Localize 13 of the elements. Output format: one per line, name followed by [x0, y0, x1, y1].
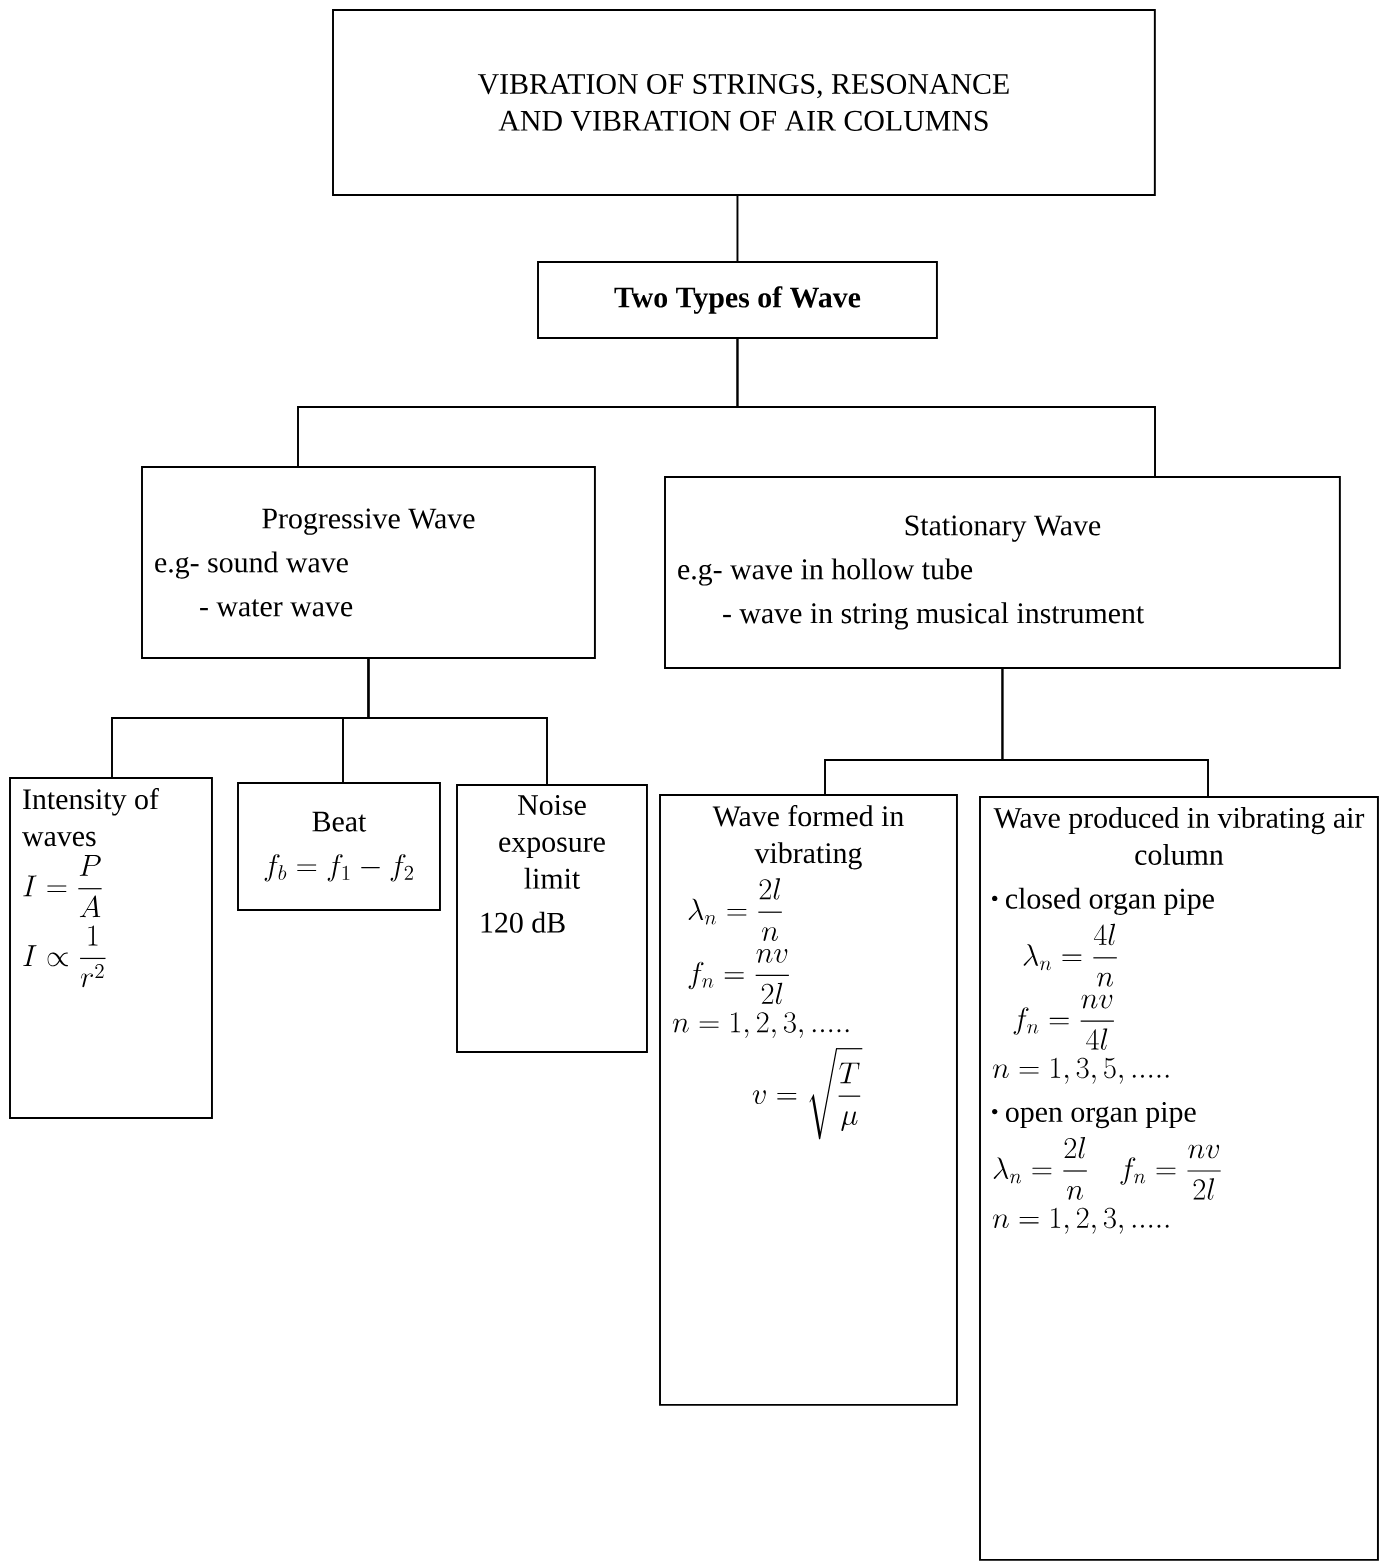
text-box: VIBRATION OF STRINGS, RESONANCE AND VIBRATION OF AIR COLUMNS	[332, 9, 1156, 196]
text-box: Two Types of Wave	[537, 261, 938, 339]
connector-line	[736, 194, 739, 263]
text-box: Stationary Wave e.g- wave in hollow tube - wave in string musical instrument	[664, 476, 1341, 669]
text-box: Beat $f_{b} = f_{1} - f_{2}$	[237, 782, 441, 911]
text-box: Wave formed in vibrating $\lambda_{n} = \frac{2l}{n}$ $f_{n} = \frac{nv}{2l}$ $n = 1,2,3,.....$ $v = \sqrt{\frac{T}{\mu}}$	[659, 794, 958, 1406]
text-box: Intensity of waves $I = \frac{P}{A}$ $I \propto \frac{1}{r^{2}}$	[9, 777, 213, 1119]
text-box: Wave produced in vibrating air column closed organ pipe $\lambda_{n} = \frac{4l}{n}$ $f_{n} = \frac{nv}{4l}$ $n = 1,3,5,.....$ open organ pipe $\lambda_{n} = \frac{2l}{n}$ $f_{n} = \frac{nv}{2l}$ $n = 1,2,3,.....$	[979, 796, 1379, 1561]
connector-line	[1001, 667, 1209, 798]
connector-line	[367, 657, 548, 786]
connector-line	[736, 337, 1156, 478]
text-box: Progressive Wave e.g- sound wave - water wave	[141, 466, 596, 659]
text-box: Noise exposure limit 120 dB	[456, 784, 648, 1053]
